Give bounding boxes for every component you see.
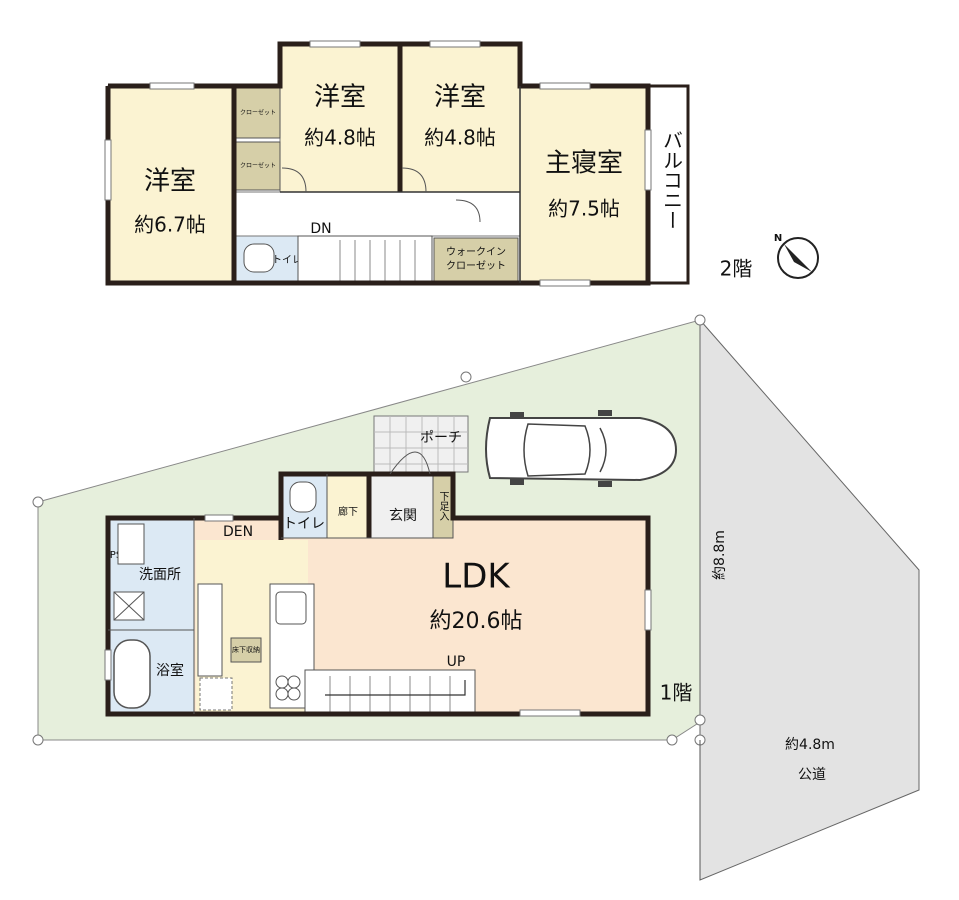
refrigerator-space xyxy=(197,583,223,677)
bathroom-label: 浴室 xyxy=(156,662,184,679)
room-6-7-name: 洋室 xyxy=(144,167,196,197)
floor1-label: 1階 xyxy=(660,681,693,705)
master-bedroom-name: 主寝室 xyxy=(545,149,623,179)
stove-icon xyxy=(275,675,301,701)
walls-1f xyxy=(105,471,651,717)
sink-icon xyxy=(275,591,307,625)
entrance xyxy=(368,473,434,539)
room-4-8-b-size: 約4.8帖 xyxy=(424,126,496,150)
room-western-6-7 xyxy=(107,85,235,284)
toilet-2f-label: トイレ xyxy=(272,255,302,266)
entrance-label: 玄関 xyxy=(389,507,417,524)
bathtub-icon xyxy=(113,639,151,709)
closet-a-label: クローゼット xyxy=(240,109,276,117)
room-4-8-b-name: 洋室 xyxy=(434,83,486,113)
hall-label: 廊下 xyxy=(338,505,358,518)
washroom-label: 洗面所 xyxy=(139,567,181,583)
room-4-8-a-size: 約4.8帖 xyxy=(304,126,376,150)
car-icon xyxy=(485,410,678,487)
hall xyxy=(326,473,370,539)
toilet-1f-label: トイレ xyxy=(283,516,325,532)
walk-in-label-2: クローゼット xyxy=(446,260,506,272)
room-western-4-8-b xyxy=(399,43,521,193)
pantry xyxy=(199,677,233,711)
room-western-4-8-a xyxy=(279,43,401,193)
walk-in-closet xyxy=(433,237,519,283)
closet-b-label: クローゼット xyxy=(240,162,276,170)
underfloor-storage xyxy=(230,637,262,663)
den-label: DEN xyxy=(223,524,253,540)
road-width-label: 約4.8m xyxy=(785,737,835,753)
room-4-8-a-name: 洋室 xyxy=(314,83,366,113)
master-bedroom xyxy=(519,85,649,284)
svg-text:N: N xyxy=(774,233,782,244)
closet-b xyxy=(235,141,281,191)
master-bedroom-size: 約7.5帖 xyxy=(548,197,620,221)
closet-a xyxy=(235,87,281,139)
ldk-label: LDK xyxy=(442,557,511,597)
underfloor-label: 床下収納 xyxy=(232,645,260,654)
room-6-7-size: 約6.7帖 xyxy=(134,213,206,237)
stairs-2f xyxy=(297,235,433,284)
ps-label: PS xyxy=(110,550,122,561)
toilet-icon xyxy=(289,481,317,513)
stairs-down-label: DN xyxy=(310,221,331,237)
hallway-2f xyxy=(233,191,521,237)
road-label: 公道 xyxy=(798,767,826,783)
walk-in-label-1: ウォークイン xyxy=(446,246,506,258)
ldk-size: 約20.6帖 xyxy=(430,609,523,634)
stairs-up-label: UP xyxy=(447,654,466,670)
toilet-2f-icon xyxy=(243,243,275,273)
public-road xyxy=(699,318,920,881)
porch-label: ポーチ xyxy=(420,430,462,446)
shoe-box-label: 下足入 xyxy=(437,491,449,521)
washbasin-icon xyxy=(117,523,145,565)
balcony-label: バルコニー xyxy=(660,130,684,230)
frontage-label: 約8.8m xyxy=(712,530,728,580)
compass-north-icon: N xyxy=(774,233,819,279)
floor2-label: 2階 xyxy=(720,257,753,281)
